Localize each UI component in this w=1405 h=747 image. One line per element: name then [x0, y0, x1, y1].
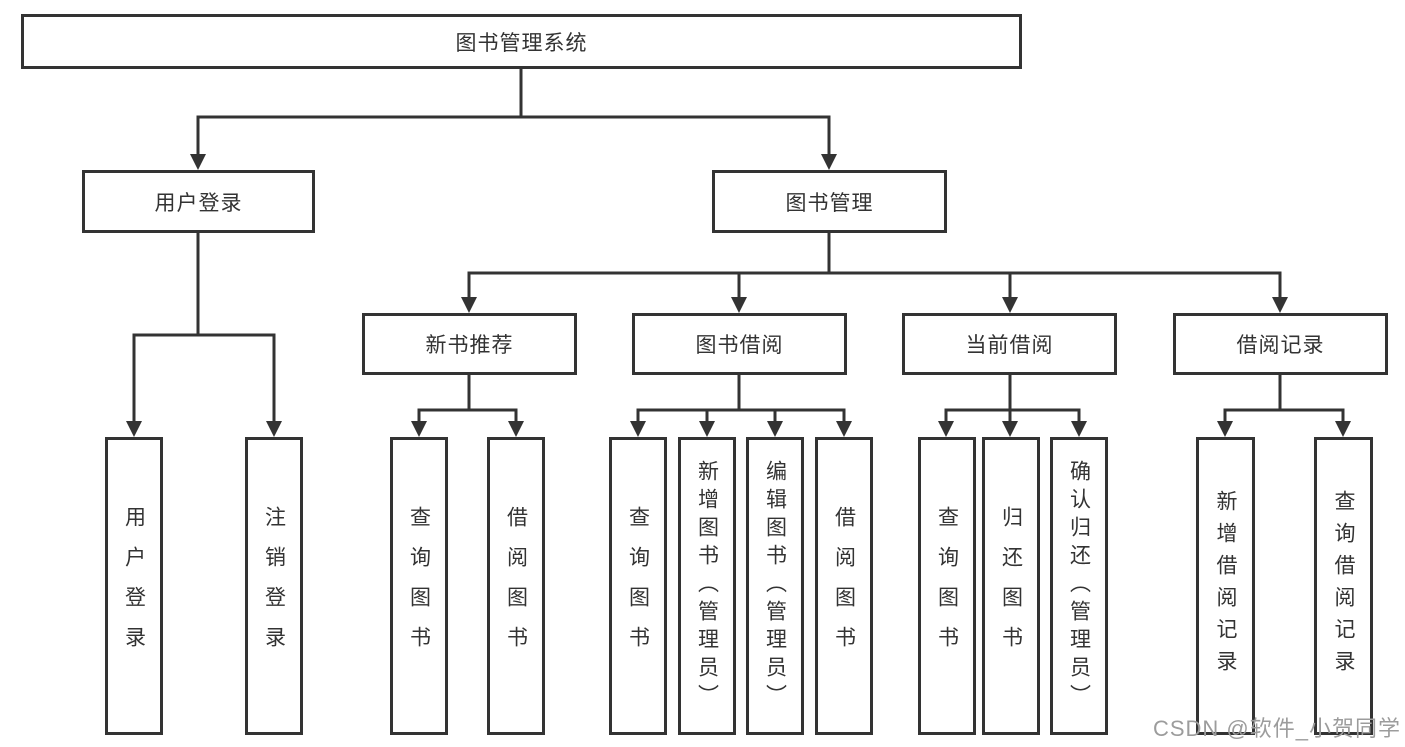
- leaf-query-borrow-record: 查询借阅记录: [1314, 437, 1373, 735]
- leaf-user-login: 用户登录: [105, 437, 163, 735]
- leaf-query-books-current-label: 查询图书: [935, 506, 959, 666]
- leaf-borrow-books: 借阅图书: [815, 437, 873, 735]
- leaf-query-books-recommend: 查询图书: [390, 437, 448, 735]
- leaf-edit-books-admin-label: 编辑图书（管理员）: [763, 460, 787, 712]
- leaf-confirm-return-admin: 确认归还（管理员）: [1050, 437, 1108, 735]
- node-root-system-label: 图书管理系统: [455, 31, 588, 55]
- node-borrowing-records-label: 借阅记录: [1236, 334, 1325, 357]
- leaf-borrow-books-recommend: 借阅图书: [487, 437, 545, 735]
- csdn-watermark: CSDN @软件_小贺同学: [1152, 716, 1401, 741]
- leaf-query-books-borrowing: 查询图书: [609, 437, 667, 735]
- leaf-query-books-current: 查询图书: [918, 437, 976, 735]
- node-borrowing-records: 借阅记录: [1173, 313, 1388, 375]
- leaf-query-books-recommend-label: 查询图书: [407, 506, 431, 666]
- node-current-borrowing-label: 当前借阅: [965, 334, 1054, 357]
- node-root-system: 图书管理系统: [21, 14, 1022, 69]
- leaf-query-books-borrowing-label: 查询图书: [626, 506, 650, 666]
- node-new-book-recommend-label: 新书推荐: [425, 334, 514, 357]
- leaf-return-books: 归还图书: [982, 437, 1040, 735]
- leaf-add-borrow-record-label: 新增借阅记录: [1214, 490, 1237, 682]
- leaf-confirm-return-admin-label: 确认归还（管理员）: [1067, 460, 1091, 712]
- leaf-add-borrow-record: 新增借阅记录: [1196, 437, 1255, 735]
- node-user-login: 用户登录: [82, 170, 315, 233]
- leaf-logout-label: 注销登录: [262, 506, 286, 666]
- node-book-borrowing-label: 图书借阅: [695, 334, 784, 357]
- leaf-user-login-label: 用户登录: [122, 506, 146, 666]
- node-user-login-label: 用户登录: [154, 191, 243, 215]
- node-book-borrowing: 图书借阅: [632, 313, 847, 375]
- node-book-management: 图书管理: [712, 170, 947, 233]
- node-new-book-recommend: 新书推荐: [362, 313, 577, 375]
- leaf-borrow-books-label: 借阅图书: [832, 506, 856, 666]
- leaf-logout: 注销登录: [245, 437, 303, 735]
- node-current-borrowing: 当前借阅: [902, 313, 1117, 375]
- leaf-return-books-label: 归还图书: [999, 506, 1023, 666]
- leaf-edit-books-admin: 编辑图书（管理员）: [746, 437, 804, 735]
- leaf-add-books-admin-label: 新增图书（管理员）: [695, 460, 719, 712]
- leaf-query-borrow-record-label: 查询借阅记录: [1332, 490, 1355, 682]
- node-book-management-label: 图书管理: [785, 191, 874, 215]
- leaf-borrow-books-recommend-label: 借阅图书: [504, 506, 528, 666]
- leaf-add-books-admin: 新增图书（管理员）: [678, 437, 736, 735]
